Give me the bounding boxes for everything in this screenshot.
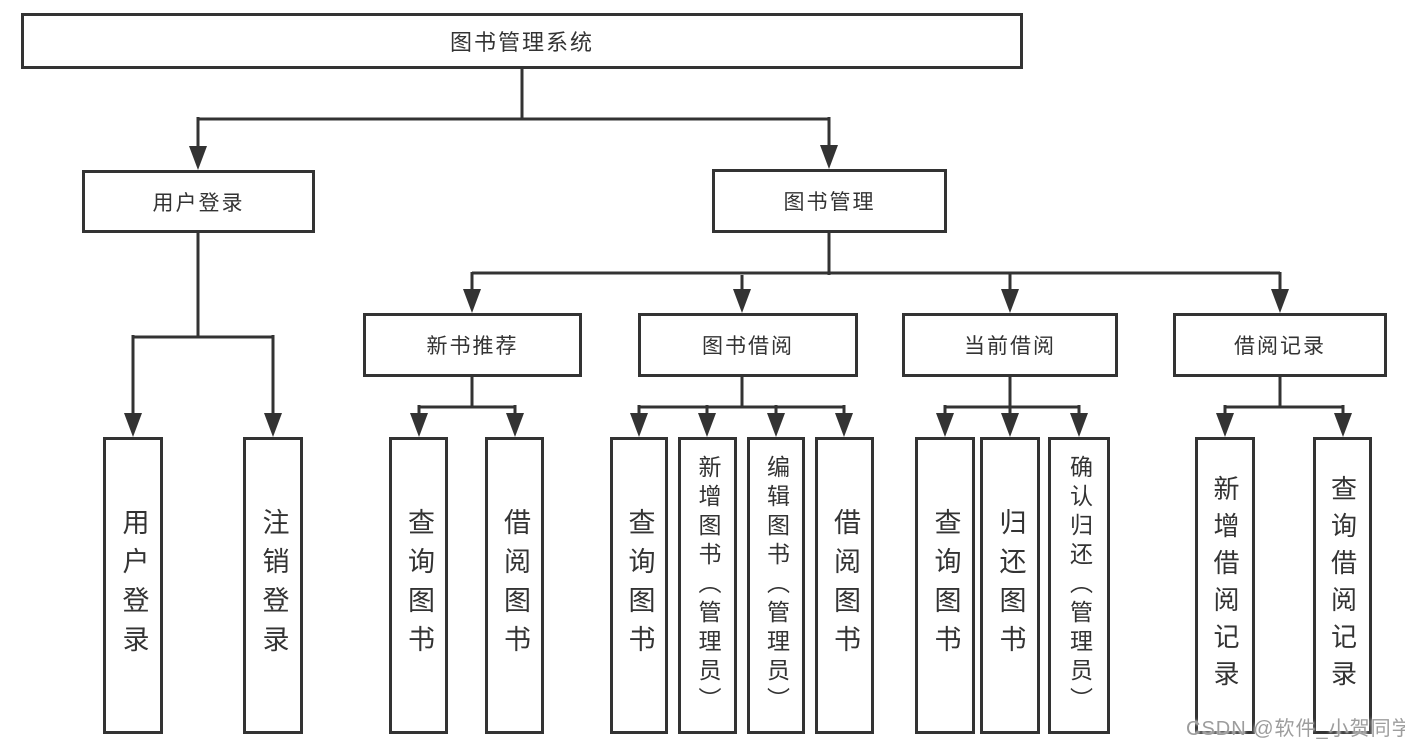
csdn-watermark: CSDN @软件_小贺同学 — [1186, 718, 1405, 740]
leaf-add-books-admin: 新增图书（管理员） — [678, 437, 737, 734]
node-book-borrowing: 图书借阅 — [638, 313, 858, 377]
leaf-add-borrowing-record: 新增借阅记录 — [1195, 437, 1255, 734]
node-current-borrowing: 当前借阅 — [902, 313, 1118, 377]
leaf-query-books: 查询图书 — [915, 437, 975, 734]
leaf-borrow-books: 借阅图书 — [485, 437, 544, 734]
node-borrowing-records: 借阅记录 — [1173, 313, 1387, 377]
leaf-user-login: 用户登录 — [103, 437, 163, 734]
node-user-login: 用户登录 — [82, 170, 315, 233]
leaf-confirm-return-admin: 确认归还（管理员） — [1048, 437, 1110, 734]
node-library-management-system: 图书管理系统 — [21, 13, 1023, 69]
leaf-logout-login: 注销登录 — [243, 437, 303, 734]
node-book-management: 图书管理 — [712, 169, 947, 233]
leaf-borrow-books: 借阅图书 — [815, 437, 874, 734]
node-new-book-recommend: 新书推荐 — [363, 313, 582, 377]
leaf-edit-books-admin: 编辑图书（管理员） — [747, 437, 805, 734]
leaf-query-books: 查询图书 — [610, 437, 668, 734]
leaf-query-books: 查询图书 — [389, 437, 448, 734]
leaf-query-borrowing-record: 查询借阅记录 — [1313, 437, 1372, 734]
leaf-return-books: 归还图书 — [980, 437, 1040, 734]
